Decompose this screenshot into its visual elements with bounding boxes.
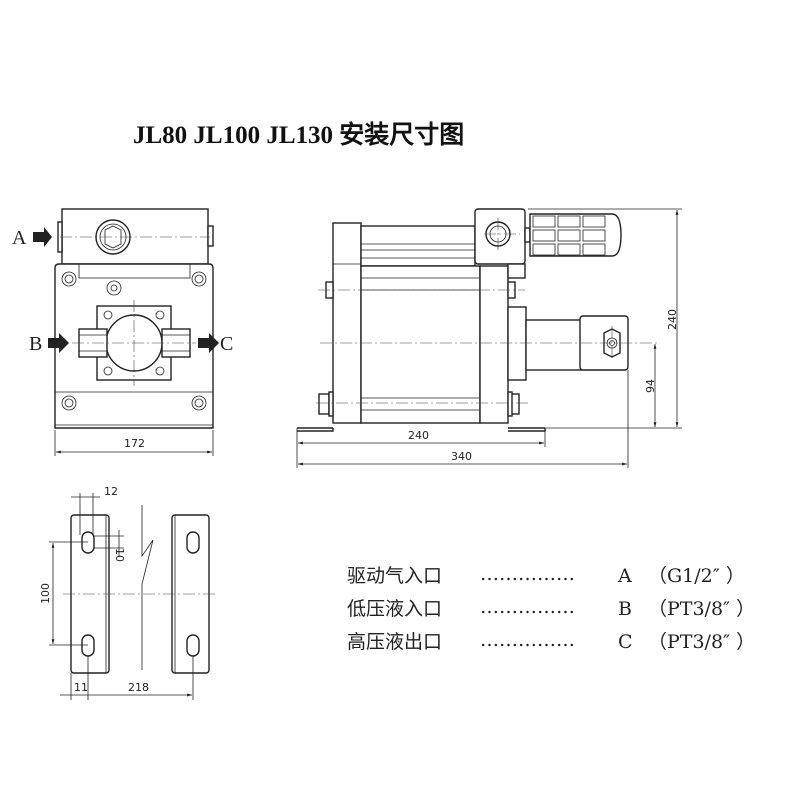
svg-text:A: A [617, 565, 632, 587]
edge-dimension: 11 [74, 681, 88, 694]
outlet-height-dimension: 94 [644, 379, 657, 393]
svg-text:C: C [618, 631, 633, 653]
svg-text:低压液入口: 低压液入口 [347, 598, 442, 620]
svg-text:B: B [618, 598, 632, 620]
port-b-arrow-icon [48, 333, 69, 353]
slot-offset-dimension: 12 [104, 485, 118, 498]
legend-item-c: 高压液出口 …………… C （PT3/8″ ） [347, 629, 755, 653]
muffler-icon [532, 215, 606, 256]
port-a-label: A [12, 227, 27, 249]
bracket-view: 12 10 100 11 218 [39, 485, 217, 700]
port-a-arrow-icon [33, 227, 52, 247]
height-dimension: 240 [666, 309, 679, 330]
svg-text:（PT3/8″ ）: （PT3/8″ ） [648, 631, 755, 653]
svg-text:（G1/2″ ）: （G1/2″ ） [648, 565, 745, 587]
hole-spacing-dimension: 100 [39, 583, 52, 604]
drawing-title: JL80 JL100 JL130 安装尺寸图 [133, 120, 464, 149]
base-length-dimension: 240 [408, 429, 429, 442]
svg-text:……………: …………… [480, 596, 575, 618]
port-legend: 驱动气入口 …………… A （G1/2″ ） 低压液入口 …………… B （PT… [347, 563, 755, 653]
legend-item-a: 驱动气入口 …………… A （G1/2″ ） [347, 563, 745, 587]
svg-text:……………: …………… [480, 563, 575, 585]
port-b-label: B [29, 333, 42, 355]
svg-text:高压液出口: 高压液出口 [347, 631, 442, 653]
slot-width-dimension: 10 [113, 548, 126, 562]
total-length-dimension: 340 [451, 450, 472, 463]
side-view: 240 94 240 340 [296, 208, 682, 468]
svg-text:……………: …………… [480, 629, 575, 651]
svg-text:（PT3/8″ ）: （PT3/8″ ） [648, 598, 755, 620]
front-view: A B C 172 [12, 208, 233, 456]
bracket-spacing-dimension: 218 [128, 681, 149, 694]
width-dimension: 172 [124, 437, 145, 450]
port-c-arrow-icon [198, 333, 219, 353]
legend-item-b: 低压液入口 …………… B （PT3/8″ ） [347, 596, 755, 620]
port-c-label: C [220, 333, 233, 355]
svg-text:驱动气入口: 驱动气入口 [347, 565, 442, 587]
